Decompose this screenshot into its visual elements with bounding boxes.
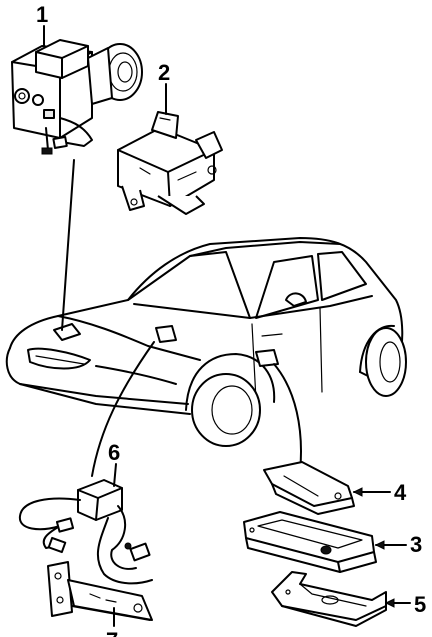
module-lower-tray[interactable] (271, 571, 387, 627)
callout-1: 1 (36, 2, 48, 27)
locator-line-4 (273, 363, 302, 473)
abs-modulator-assembly[interactable] (11, 39, 143, 155)
vehicle-body (5, 237, 407, 447)
callout-2: 2 (158, 60, 170, 85)
callout-6: 6 (108, 440, 120, 465)
locator-line-1 (61, 159, 75, 331)
locator-line-6 (91, 341, 155, 477)
abs-mounting-bracket[interactable] (117, 111, 223, 215)
module-upper-bracket[interactable] (263, 461, 355, 515)
leader-line-6 (113, 463, 117, 487)
callout-5: 5 (414, 592, 426, 617)
callout-3: 3 (410, 532, 422, 557)
callout-4: 4 (394, 480, 407, 505)
sensor-module-harness[interactable] (18, 479, 153, 585)
abs-control-module[interactable] (243, 511, 377, 573)
sensor-bracket[interactable] (47, 561, 153, 621)
callout-7: 7 (106, 628, 118, 637)
